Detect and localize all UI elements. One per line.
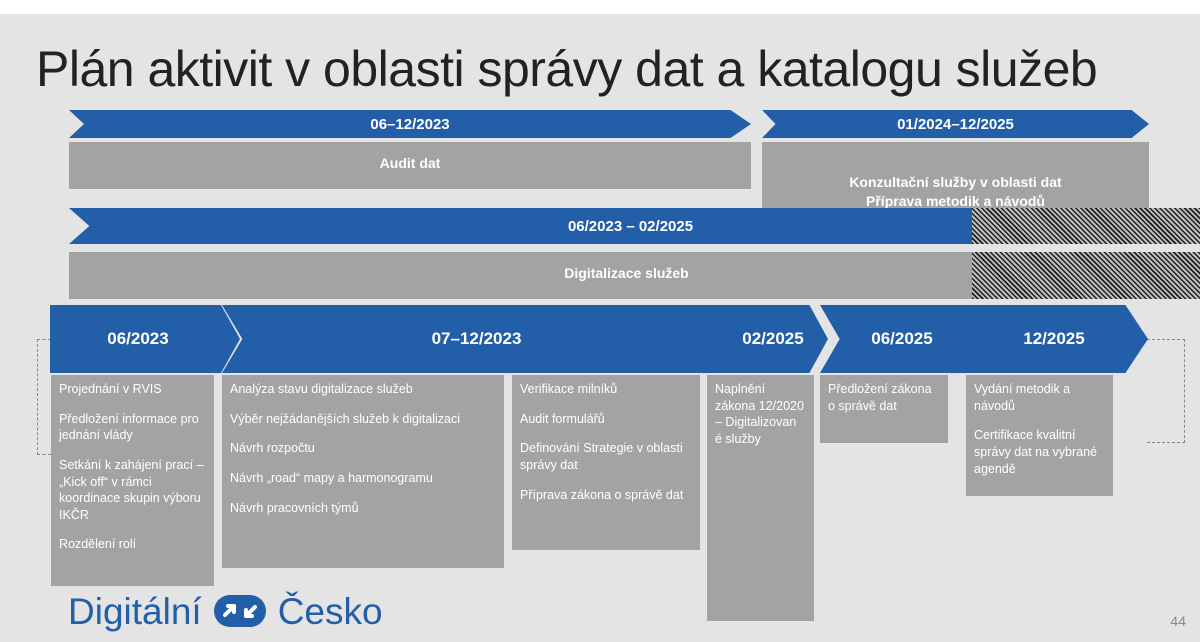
phase-arrow-audit: 06–12/2023 xyxy=(69,110,751,138)
connector-right xyxy=(1147,339,1185,443)
detail-item: Rozdělení rolí xyxy=(59,537,137,552)
phase-period-audit: 06–12/2023 xyxy=(370,115,450,133)
detail-item: Návrh pracovních týmů xyxy=(230,500,359,515)
detail-item: Výběr nejžádanějších služeb k digitaliza… xyxy=(230,411,460,426)
milestone-label: 06/2023 xyxy=(107,329,169,348)
detail-item: Certifikace kvalitní správy dat na vybra… xyxy=(974,428,1097,476)
detail-box-12-2025: Vydání metodik a návodů Certifikace kval… xyxy=(966,375,1113,496)
milestone-label: 07–12/2023 xyxy=(431,329,522,348)
detail-item: Předložení zákona o správě dat xyxy=(828,382,932,413)
detail-item: Projednání v RVIS xyxy=(59,382,162,396)
milestone-label: 06/2025 xyxy=(871,329,933,348)
detail-item: Naplnění zákona 12/2020 – Digitalizovan … xyxy=(715,382,804,446)
phase-activity-consulting: Konzultační služby v oblasti dat Příprav… xyxy=(849,173,1062,209)
phase-activity-audit: Audit dat xyxy=(379,155,441,171)
hatch-extension-bar xyxy=(972,252,1200,299)
phase-bar-audit: Audit dat xyxy=(69,142,751,189)
page-number: 44 xyxy=(1170,613,1186,629)
milestone-06-2025: 06/2025 xyxy=(820,305,984,373)
logo-word-left: Digitální xyxy=(68,590,202,632)
phase-period-consulting: 01/2024–12/2025 xyxy=(897,115,1014,133)
detail-item: Návrh „road“ mapy a harmonogramu xyxy=(230,470,433,485)
detail-item: Příprava zákona o správě dat xyxy=(520,487,684,502)
detail-box-07-12-2023-b: Verifikace milníků Audit formulářů Defin… xyxy=(512,375,700,550)
detail-item: Verifikace milníků xyxy=(520,382,618,396)
phase-arrow-consulting: 01/2024–12/2025 xyxy=(762,110,1149,138)
detail-item: Návrh rozpočtu xyxy=(230,441,315,456)
digitalni-cesko-logo: Digitální Česko xyxy=(68,588,383,634)
milestone-12-2025: 12/2025 xyxy=(960,305,1148,373)
milestone-label: 12/2025 xyxy=(1023,329,1085,348)
detail-item: Analýza stavu digitalizace služeb xyxy=(230,382,413,396)
detail-item: Setkání k zahájení prací – „Kick off“ v … xyxy=(59,457,204,522)
link-arrows-icon xyxy=(213,595,266,627)
phase-bar-consulting: Konzultační služby v oblasti dat Příprav… xyxy=(762,142,1149,211)
detail-item: Předložení informace pro jednání vlády xyxy=(59,411,199,443)
detail-item: Audit formulářů xyxy=(520,411,605,426)
phase-activity-digitalization: Digitalizace služeb xyxy=(564,265,689,281)
detail-box-06-2023: Projednání v RVIS Předložení informace p… xyxy=(51,375,214,586)
hatch-extension-arrow xyxy=(972,208,1200,244)
logo-word-right: Česko xyxy=(277,590,383,632)
connector-left xyxy=(37,339,51,455)
detail-box-06-2025: Předložení zákona o správě dat xyxy=(820,375,948,443)
milestone-06-2023: 06/2023 xyxy=(50,305,240,373)
milestone-02-2025: 02/2025 xyxy=(704,305,828,373)
milestone-label: 02/2025 xyxy=(742,329,804,348)
detail-item: Definování Strategie v oblasti správy da… xyxy=(520,441,683,472)
phase-period-digitalization: 06/2023 – 02/2025 xyxy=(567,217,694,235)
detail-item: Vydání metodik a návodů xyxy=(974,382,1071,413)
slide-title: Plán aktivit v oblasti správy dat a kata… xyxy=(36,41,1098,97)
detail-box-02-2025: Naplnění zákona 12/2020 – Digitalizovan … xyxy=(707,375,814,621)
milestone-07-12-2023: 07–12/2023 xyxy=(222,305,731,373)
detail-box-07-12-2023-a: Analýza stavu digitalizace služeb Výběr … xyxy=(222,375,504,568)
